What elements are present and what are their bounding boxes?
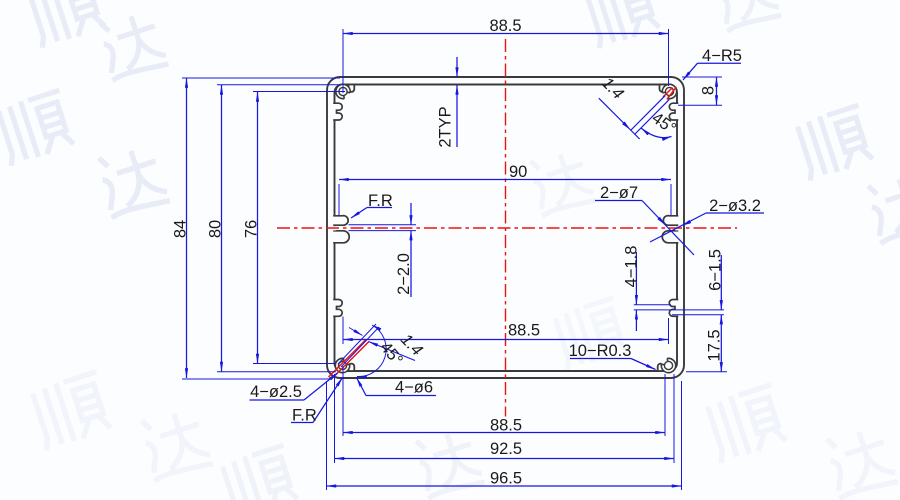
svg-text:80: 80 <box>207 220 225 238</box>
svg-text:4−1.8: 4−1.8 <box>623 246 641 288</box>
svg-text:90: 90 <box>509 163 527 181</box>
svg-text:88.5: 88.5 <box>490 417 522 435</box>
svg-text:4−ø6: 4−ø6 <box>395 379 433 397</box>
svg-text:4−R5: 4−R5 <box>702 47 742 65</box>
svg-text:2TYP: 2TYP <box>437 106 455 147</box>
svg-text:96.5: 96.5 <box>490 470 522 488</box>
svg-text:88.5: 88.5 <box>508 322 540 340</box>
svg-text:6−1.5: 6−1.5 <box>707 249 725 291</box>
svg-text:88.5: 88.5 <box>489 17 521 35</box>
svg-text:2−2.0: 2−2.0 <box>395 253 413 295</box>
svg-text:F.R: F.R <box>368 192 393 210</box>
svg-text:84: 84 <box>172 220 190 238</box>
svg-text:2−ø7: 2−ø7 <box>600 184 638 202</box>
svg-text:76: 76 <box>243 220 261 238</box>
svg-text:10−R0.3: 10−R0.3 <box>569 342 632 360</box>
svg-text:8: 8 <box>700 86 718 95</box>
svg-text:17.5: 17.5 <box>706 329 724 361</box>
svg-text:F.R: F.R <box>292 407 317 425</box>
svg-text:4−ø2.5: 4−ø2.5 <box>250 383 302 401</box>
svg-text:92.5: 92.5 <box>490 440 522 458</box>
svg-text:2−ø3.2: 2−ø3.2 <box>709 197 761 215</box>
